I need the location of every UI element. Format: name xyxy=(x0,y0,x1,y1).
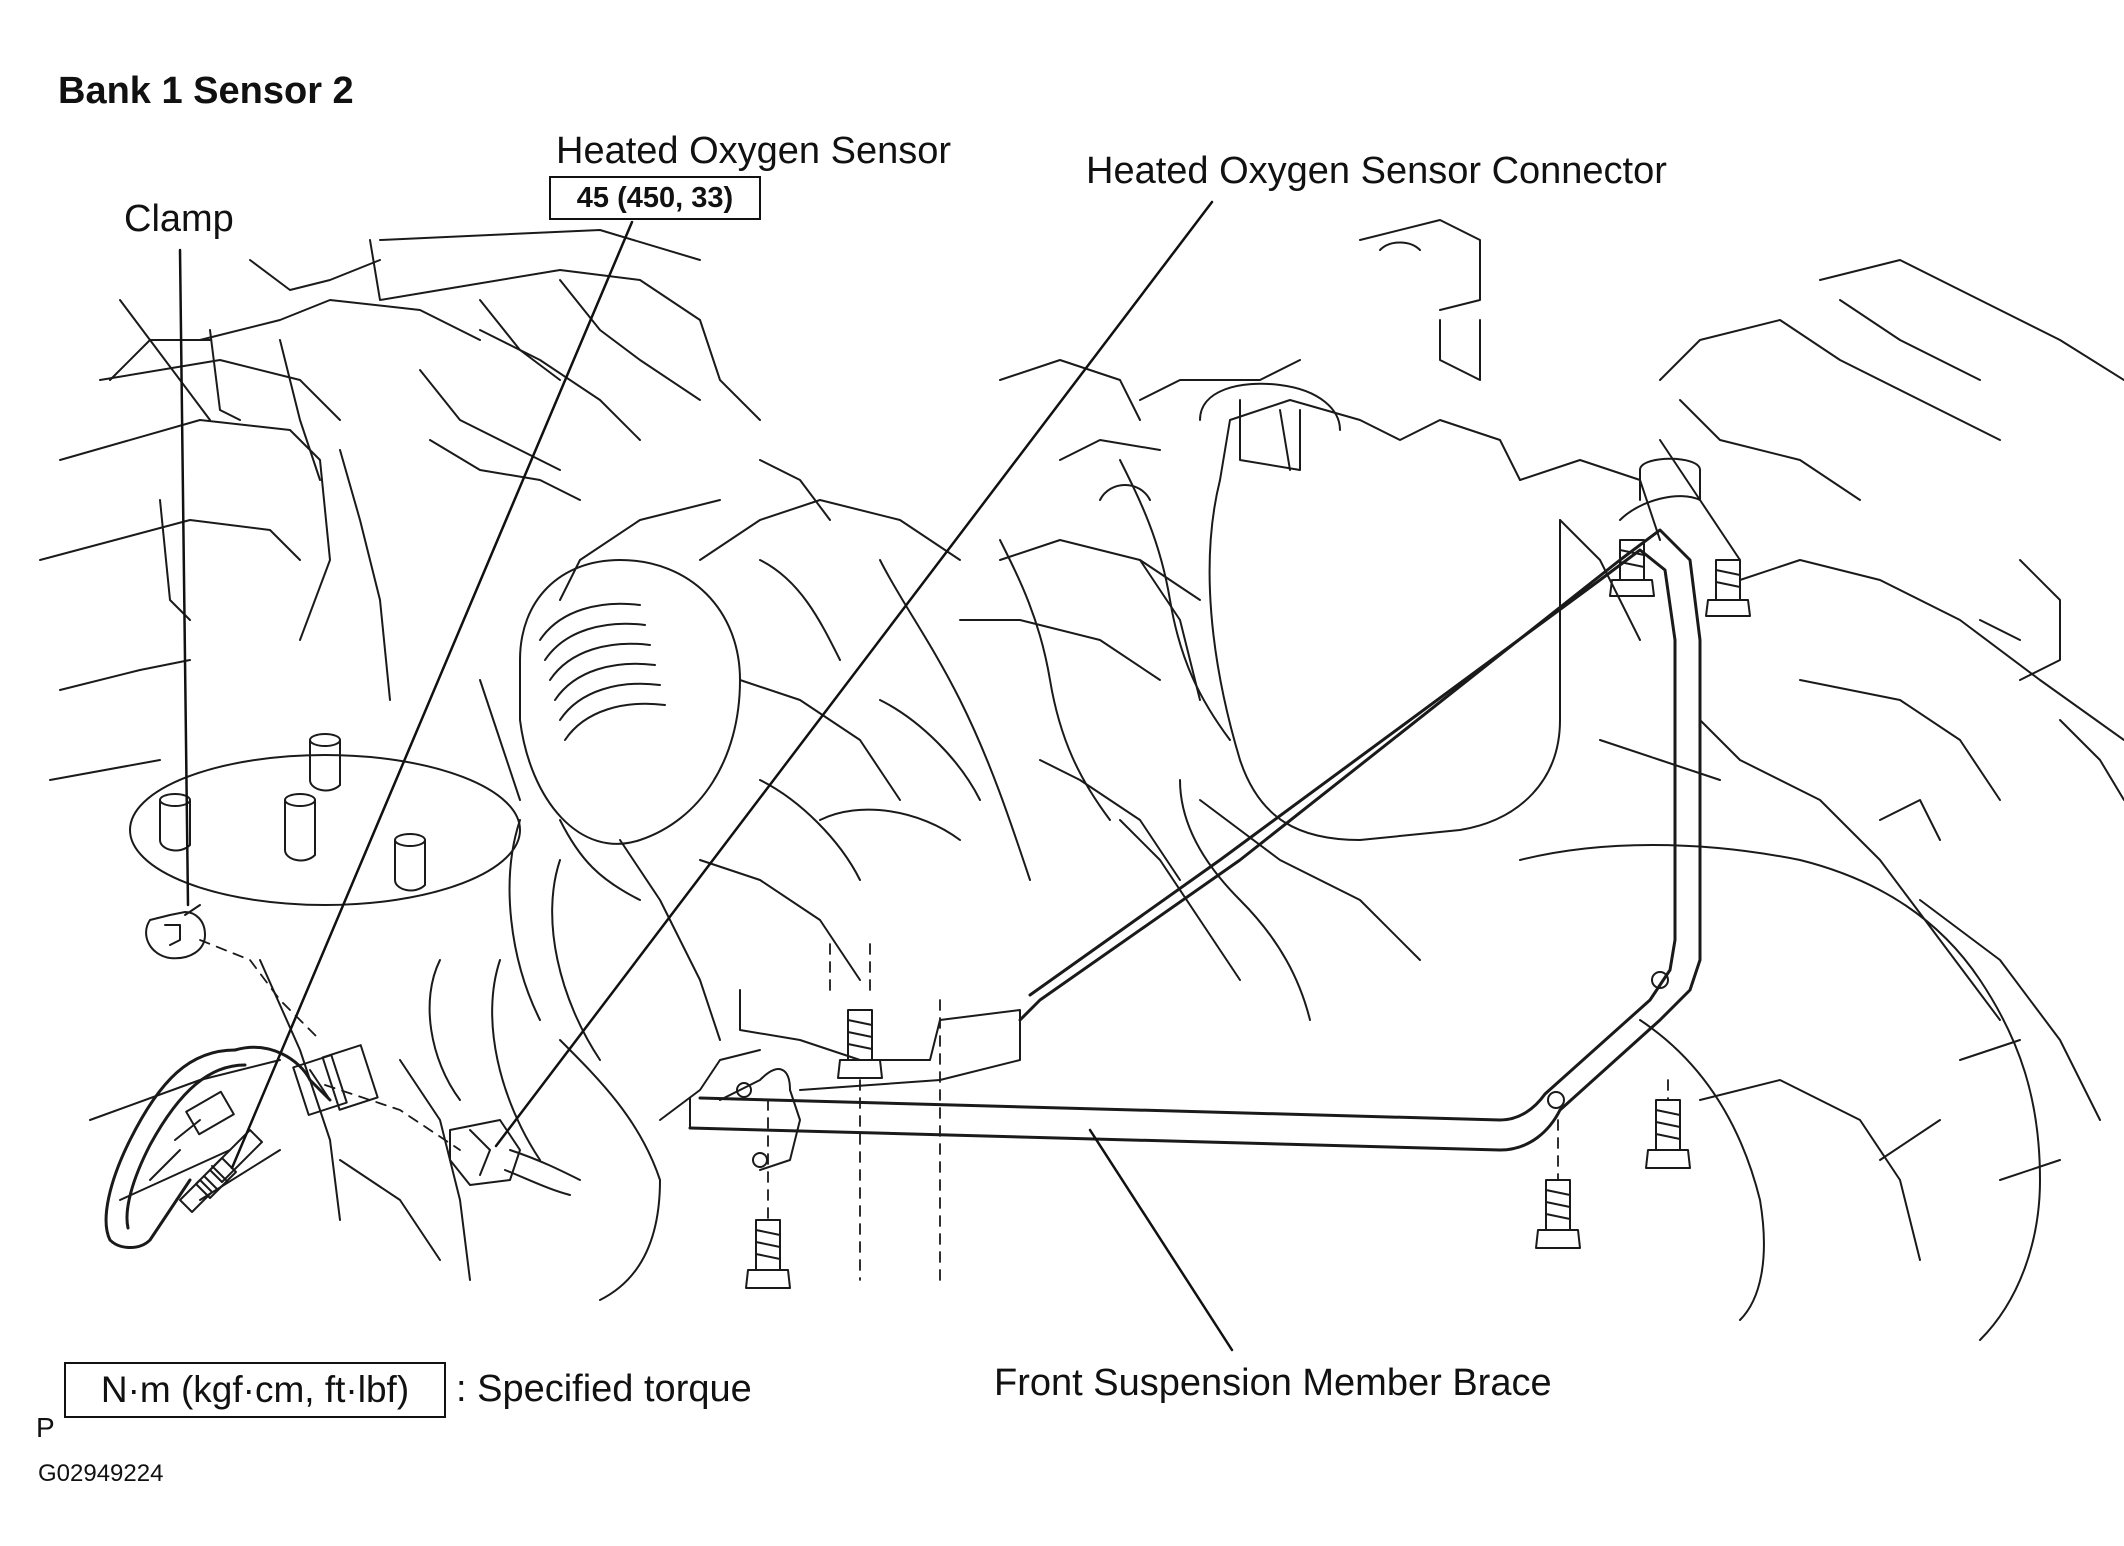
leader-lines xyxy=(178,200,1234,1352)
clamp-part xyxy=(145,904,206,960)
label-clamp: Clamp xyxy=(124,198,234,240)
legend-description: : Specified torque xyxy=(456,1368,752,1410)
torque-spec-box: 45 (450, 33) xyxy=(549,176,761,220)
center-bracket xyxy=(659,989,1021,1171)
alignment-lines xyxy=(199,939,1669,1281)
bolt-right-bottom-2 xyxy=(1645,1099,1691,1169)
bolt-right-top-1 xyxy=(1609,539,1655,597)
leader-member-brace xyxy=(1088,1128,1234,1352)
suspension-member-brace xyxy=(688,457,1702,1152)
clamp-mount-ellipse xyxy=(129,733,521,906)
bolts xyxy=(745,539,1751,1289)
legend-unit-box: N·m (kgf·cm, ft·lbf) xyxy=(64,1362,446,1418)
engine-background-left xyxy=(39,229,761,1281)
bolt-center-top xyxy=(837,1009,883,1079)
figure-code: G02949224 xyxy=(38,1460,164,1487)
sensor-connector-part xyxy=(449,1119,581,1196)
bolt-right-bottom-1 xyxy=(1535,1179,1581,1249)
bolt-right-top-2 xyxy=(1705,559,1751,617)
diagram-title: Bank 1 Sensor 2 xyxy=(58,70,354,112)
oxygen-sensor-body xyxy=(179,1129,263,1213)
oxygen-sensor-harness xyxy=(104,1044,379,1249)
label-heated-oxygen-sensor: Heated Oxygen Sensor xyxy=(556,130,952,172)
leader-clamp xyxy=(178,248,190,907)
leader-oxygen-sensor xyxy=(230,220,634,1170)
leader-sensor-connector xyxy=(494,200,1214,1148)
label-heated-oxygen-sensor-connector: Heated Oxygen Sensor Connector xyxy=(1086,150,1667,192)
label-front-suspension-member-brace: Front Suspension Member Brace xyxy=(994,1362,1552,1404)
engine-block-right xyxy=(879,219,1661,1021)
engine-background-right xyxy=(1519,259,2124,1341)
exhaust-converter xyxy=(428,459,981,1301)
bolt-center-bottom xyxy=(745,1219,791,1289)
corner-mark: P xyxy=(36,1412,55,1443)
